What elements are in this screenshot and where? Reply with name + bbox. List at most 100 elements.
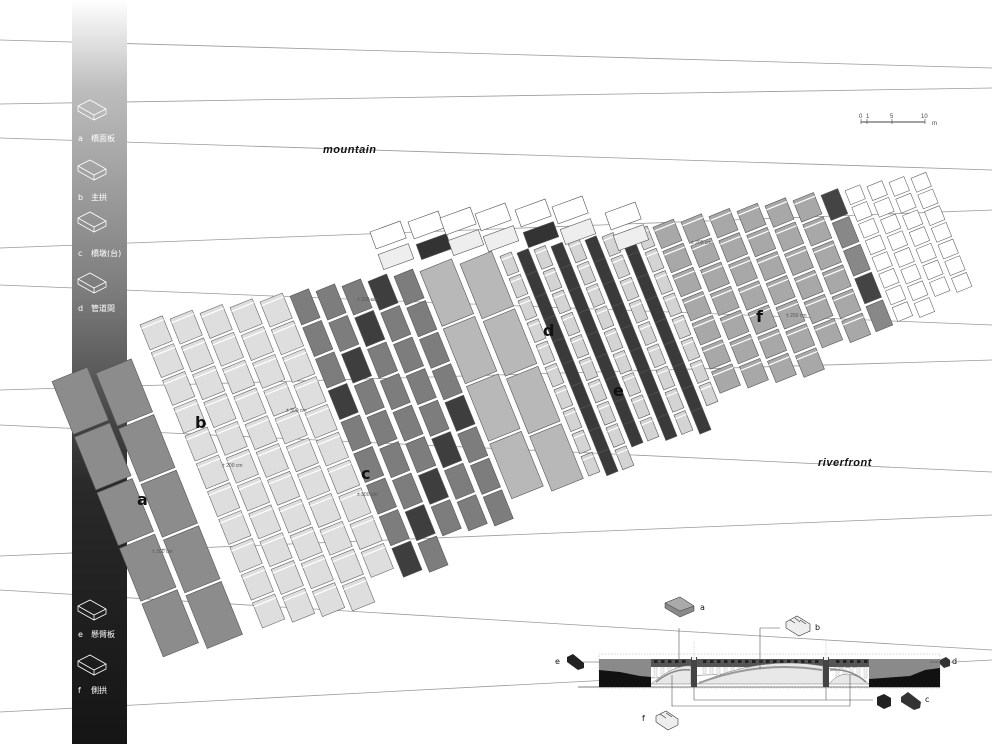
component-block [577, 308, 599, 337]
component-block [690, 406, 712, 435]
component-block [349, 515, 383, 550]
component-block [886, 230, 909, 252]
component-block [602, 279, 624, 308]
component-block [728, 256, 758, 287]
component-block [793, 269, 824, 301]
component-block [366, 477, 397, 515]
section-label-e: e [555, 657, 560, 666]
component-block [516, 248, 538, 276]
component-block [621, 372, 642, 397]
component-block [700, 261, 730, 292]
component-block [180, 337, 214, 373]
component-block [681, 291, 712, 322]
component-block [192, 365, 226, 401]
component-block [937, 238, 959, 260]
component-block [184, 426, 218, 462]
component-block [393, 268, 425, 306]
component-block [915, 242, 937, 264]
component-block [578, 356, 599, 382]
legend-label: 側拱 [91, 685, 107, 695]
component-block [141, 589, 199, 658]
component-block [560, 311, 581, 337]
dimension-label: ± 200 cm [152, 549, 173, 555]
section-label-b: b [815, 623, 820, 632]
component-block [517, 296, 538, 321]
component-block [405, 368, 437, 406]
deck-slab-icon [77, 99, 107, 121]
component-block [929, 276, 951, 297]
component-block [251, 593, 286, 629]
component-block [944, 255, 966, 277]
component-block [638, 368, 660, 397]
component-block [199, 304, 233, 339]
top-row-block [514, 198, 560, 248]
mountain-label: mountain [323, 144, 377, 156]
component-block [646, 343, 667, 369]
component-block [270, 320, 304, 356]
component-column-b [139, 315, 286, 629]
component-block [663, 340, 685, 368]
riverfront-label: riverfront [818, 457, 873, 469]
pier-icon [877, 692, 921, 710]
component-block [173, 398, 207, 434]
component-column-c [289, 288, 423, 578]
top-row-block [551, 195, 597, 245]
side-arch-icon [77, 654, 107, 676]
component-block [252, 353, 286, 389]
component-column-w [866, 180, 936, 318]
component-block [195, 454, 229, 490]
top-row-block [474, 202, 520, 252]
component-block [637, 321, 658, 346]
cantilever-slab-icon [567, 654, 584, 670]
legend-letter: c [78, 249, 82, 258]
component-column-a [95, 358, 243, 649]
component-block [404, 504, 436, 542]
component-block [866, 180, 888, 201]
component-block [392, 472, 423, 510]
component-block [417, 535, 449, 573]
component-block [764, 197, 795, 228]
component-block [285, 437, 319, 473]
component-block [708, 208, 739, 239]
legend-letter: e [78, 630, 83, 639]
component-block [673, 410, 694, 435]
component-column-de [499, 251, 601, 477]
component-block [418, 399, 450, 437]
component-block [655, 365, 676, 391]
component-block [289, 288, 321, 326]
deck-slab-icon [664, 596, 695, 618]
component-block [315, 283, 347, 321]
component-block [672, 266, 702, 298]
component-block [902, 209, 924, 231]
component-block [255, 443, 289, 478]
component-block [585, 283, 606, 308]
component-block [466, 373, 521, 442]
component-block [612, 349, 633, 375]
component-block [844, 184, 866, 206]
component-block [671, 314, 692, 340]
component-block [267, 470, 301, 506]
component-block [888, 176, 910, 197]
component-block [820, 188, 849, 221]
component-block [456, 494, 488, 532]
component-block [784, 245, 814, 276]
component-block [664, 387, 685, 413]
component-block [579, 404, 601, 432]
component-block [459, 250, 515, 320]
dimension-label: ± 300 cm [286, 408, 307, 414]
component-plan [51, 171, 973, 658]
component-block [457, 426, 489, 464]
component-block [360, 542, 394, 578]
component-block [895, 192, 917, 214]
component-block [240, 565, 274, 601]
component-block [913, 297, 936, 318]
component-block [767, 352, 797, 384]
component-block [214, 420, 248, 456]
component-block [470, 457, 501, 495]
component-block [162, 371, 196, 406]
component-block [302, 319, 334, 357]
component-block [620, 324, 642, 352]
component-block [644, 247, 665, 273]
